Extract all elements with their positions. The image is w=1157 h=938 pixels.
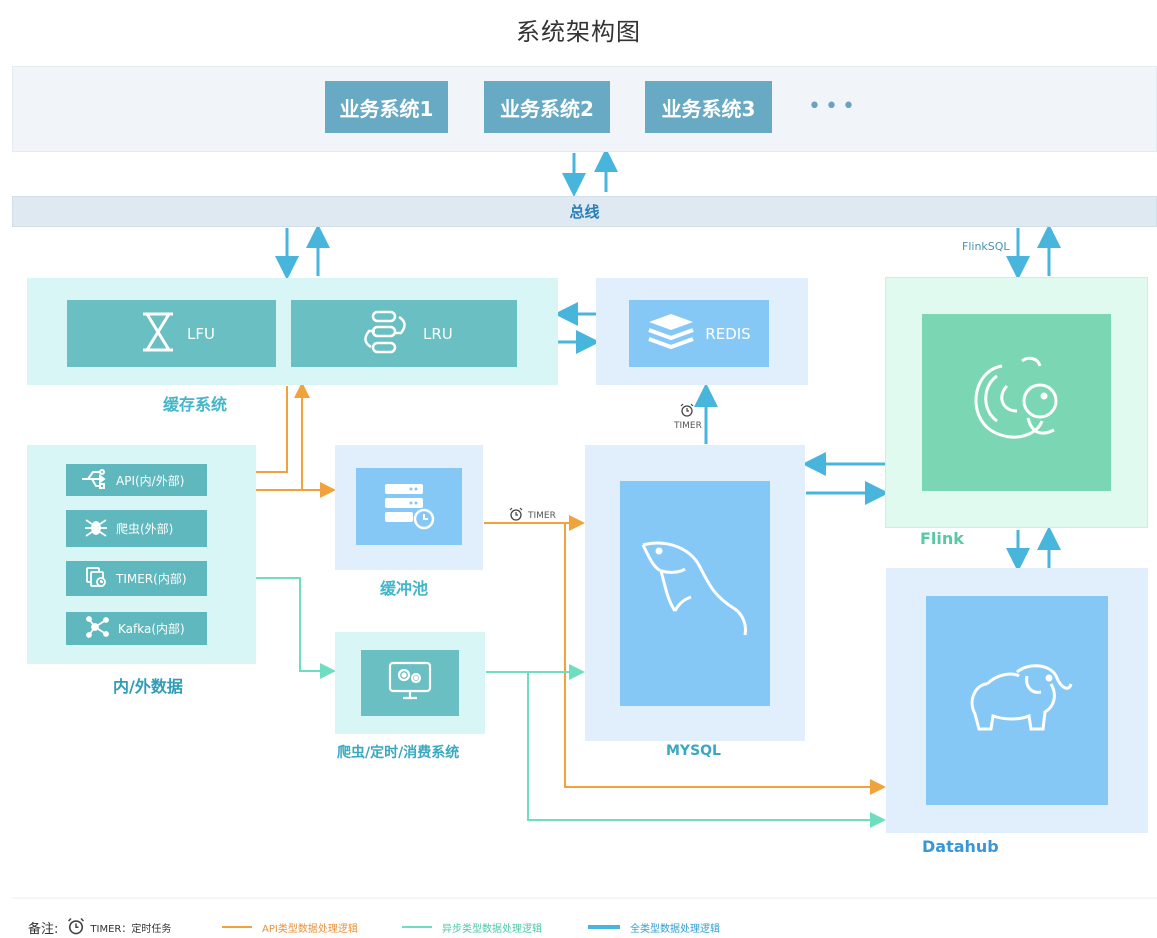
cache-system-caption: 缓存系统 (163, 395, 228, 414)
legend-all-text: 全类型数据处理逻辑 (630, 924, 720, 935)
mysql-box[interactable] (620, 481, 770, 706)
redis-icon (647, 312, 695, 356)
source-crawler[interactable]: 爬虫(外部) (66, 510, 207, 547)
copy-clock-icon (84, 565, 108, 592)
mint-to-datahub (527, 672, 886, 828)
source-api[interactable]: API(内/外部) (66, 464, 207, 496)
lfu-label: LFU (187, 324, 215, 343)
dolphin-icon (635, 537, 755, 651)
cycle-icon (359, 309, 411, 359)
page-title: 系统架构图 (516, 18, 641, 46)
usb-icon (80, 468, 108, 492)
bus-label: 总线 (569, 203, 600, 221)
business-system-3[interactable]: 业务系统3 (645, 81, 772, 133)
elephant-icon (957, 654, 1077, 748)
hub-nodes-icon (86, 615, 110, 642)
timer-tag-buffer: TIMER (528, 511, 556, 521)
business-system-1[interactable]: 业务系统1 (325, 81, 448, 133)
flink-box[interactable] (922, 314, 1111, 491)
flink-caption: Flink (920, 529, 964, 548)
legend-prefix: 备注: (28, 922, 59, 937)
consumer-system-caption: 爬虫/定时/消费系统 (337, 745, 460, 761)
buffer-pool-box[interactable] (356, 468, 462, 545)
mysql-caption: MYSQL (666, 743, 721, 759)
alarm-clock-icon (677, 402, 697, 421)
redis-box[interactable]: REDIS (629, 300, 769, 367)
flinksql-label: FlinkSQL (962, 240, 1010, 253)
legend-async-text: 异步类型数据处理逻辑 (442, 924, 542, 935)
datahub-caption: Datahub (922, 837, 999, 856)
alarm-clock-icon-2 (508, 506, 524, 525)
monitor-gears-icon (387, 660, 433, 706)
consumer-system-box[interactable] (361, 650, 459, 716)
server-clock-icon (381, 480, 437, 534)
source-crawler-label: 爬虫(外部) (116, 522, 174, 536)
business-system-2-label: 业务系统2 (500, 96, 594, 121)
redis-label: REDIS (705, 324, 751, 343)
source-timer[interactable]: TIMER(内部) (66, 561, 207, 596)
spider-icon (84, 515, 108, 542)
buffer-pool-caption: 缓冲池 (380, 579, 429, 598)
business-system-1-label: 业务系统1 (339, 96, 434, 121)
data-sources-caption: 内/外数据 (113, 677, 183, 696)
business-system-3-label: 业务系统3 (661, 96, 756, 121)
orange-to-datahub (564, 523, 886, 795)
more-systems-ellipsis: ••• (808, 94, 859, 119)
source-kafka-label: Kafka(内部) (118, 622, 185, 636)
bus-bar: 总线 (12, 196, 1157, 227)
squirrel-icon (962, 346, 1072, 460)
source-api-label: API(内/外部) (116, 473, 185, 488)
lru-label: LRU (423, 324, 453, 343)
hourglass-icon (139, 311, 177, 357)
datahub-box[interactable] (926, 596, 1108, 805)
source-kafka[interactable]: Kafka(内部) (66, 612, 207, 645)
lfu-box[interactable]: LFU (67, 300, 276, 367)
source-timer-label: TIMER(内部) (116, 572, 187, 586)
legend-alarm-clock-icon (66, 917, 86, 938)
timer-tag-redis: TIMER (674, 421, 702, 431)
business-system-2[interactable]: 业务系统2 (484, 81, 610, 133)
legend: 备注: TIMER：定时任务 (28, 917, 171, 938)
lru-box[interactable]: LRU (291, 300, 517, 367)
legend-api-text: API类型数据处理逻辑 (262, 924, 358, 935)
legend-timer-text: TIMER：定时任务 (90, 924, 172, 935)
